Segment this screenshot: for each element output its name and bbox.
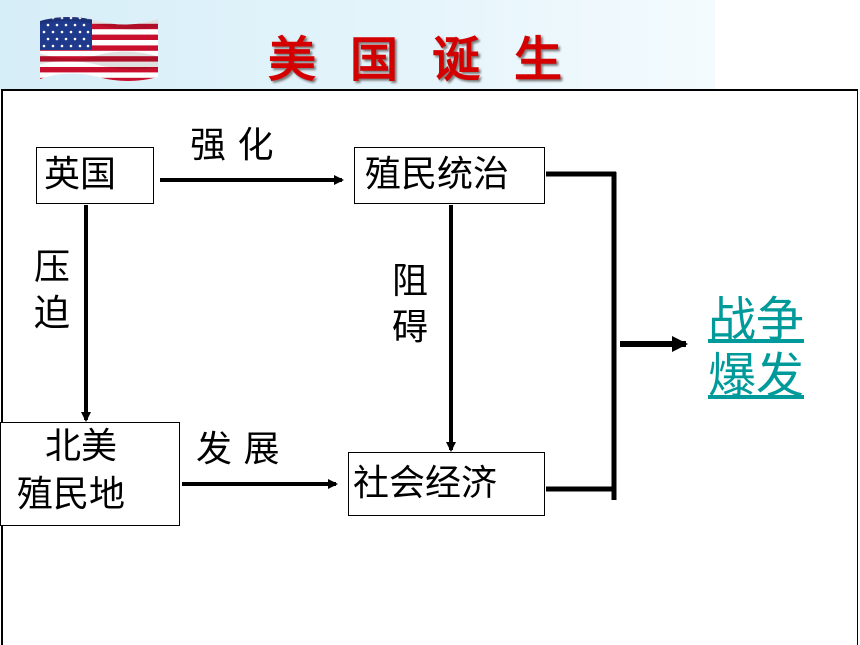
node-north-america: 北美 殖民地 <box>0 422 180 526</box>
label-hinder-1: 阻 <box>392 261 429 302</box>
page-title: 美国诞生 <box>268 32 597 88</box>
node-social-economy-label: 社会经济 <box>353 463 498 504</box>
node-north-america-line1: 北美 <box>45 426 118 467</box>
us-flag-icon <box>40 17 158 81</box>
war-outbreak-line1[interactable]: 战争 <box>708 292 805 348</box>
label-strengthen: 强 化 <box>190 125 274 166</box>
label-oppress-1: 压 <box>34 247 71 288</box>
label-develop: 发 展 <box>196 429 280 470</box>
node-britain-label: 英国 <box>44 154 117 195</box>
header-band: 美国诞生 <box>0 0 860 90</box>
diagram-frame <box>1 89 858 645</box>
node-social-economy: 社会经济 <box>348 452 545 516</box>
node-colonial-rule-label: 殖民统治 <box>365 154 510 195</box>
war-outbreak-line2[interactable]: 爆发 <box>708 348 805 404</box>
war-outbreak-link[interactable]: 战争 爆发 <box>708 292 804 404</box>
node-colonial-rule: 殖民统治 <box>354 147 545 204</box>
label-hinder-2: 碍 <box>392 307 429 348</box>
node-britain: 英国 <box>36 147 154 204</box>
node-north-america-line2: 殖民地 <box>17 474 126 515</box>
label-oppress-2: 迫 <box>34 293 71 334</box>
